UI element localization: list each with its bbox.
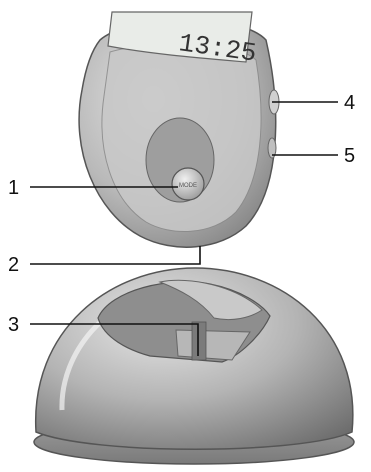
callout-number-3: 3 [8,314,19,336]
mode-button: MODE [146,118,214,202]
callout-number-1: 1 [8,177,19,199]
leader-line-2 [30,246,200,264]
callout-number-2: 2 [8,254,19,276]
mode-button-text: MODE [179,183,197,189]
callout-number-4: 4 [344,92,355,114]
callout-number-5: 5 [344,145,355,167]
